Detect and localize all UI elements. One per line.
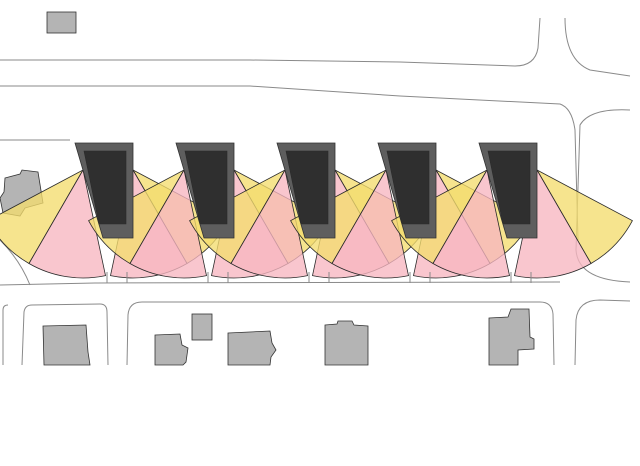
tower-5-base-notch [510,272,532,283]
view-cone-left-pink [28,168,106,279]
lower-block-left [2,304,9,365]
building-lower-4 [227,330,277,366]
top-street-upper-edge [0,17,541,67]
building-lower-3 [191,313,213,341]
neighbouring-buildings [0,11,535,366]
view-cones [0,168,633,279]
road-outlines [0,17,631,366]
tower-4-core [386,150,430,225]
towers [74,142,538,239]
top-street-lower-edge [0,85,579,241]
building-lower-5 [324,320,369,366]
tower-block-edge [0,139,561,286]
lower-block-main [126,301,555,366]
tower-base-notches [106,272,532,283]
tower-1-core [83,150,127,225]
view-cone-left-pink [331,168,409,279]
lower-block-middle-left [21,303,109,366]
view-cone-left-pink [230,168,308,279]
tower-4-base-notch [409,272,431,283]
tower-2-core [184,150,228,225]
top-street-right-branch [564,17,631,77]
view-cone-left-pink [129,168,207,279]
building-lower-6 [488,308,535,366]
building-top [46,11,77,34]
building-lower-1 [42,324,91,366]
tower-3-base-notch [308,272,330,283]
building-lower-2 [154,333,189,366]
lower-block-right [574,299,631,366]
tower-1-base-notch [106,272,128,283]
tower-2-base-notch [207,272,229,283]
tower-3-core [285,150,329,225]
tower-5-core [487,150,531,225]
view-cone-left-pink [432,168,510,279]
